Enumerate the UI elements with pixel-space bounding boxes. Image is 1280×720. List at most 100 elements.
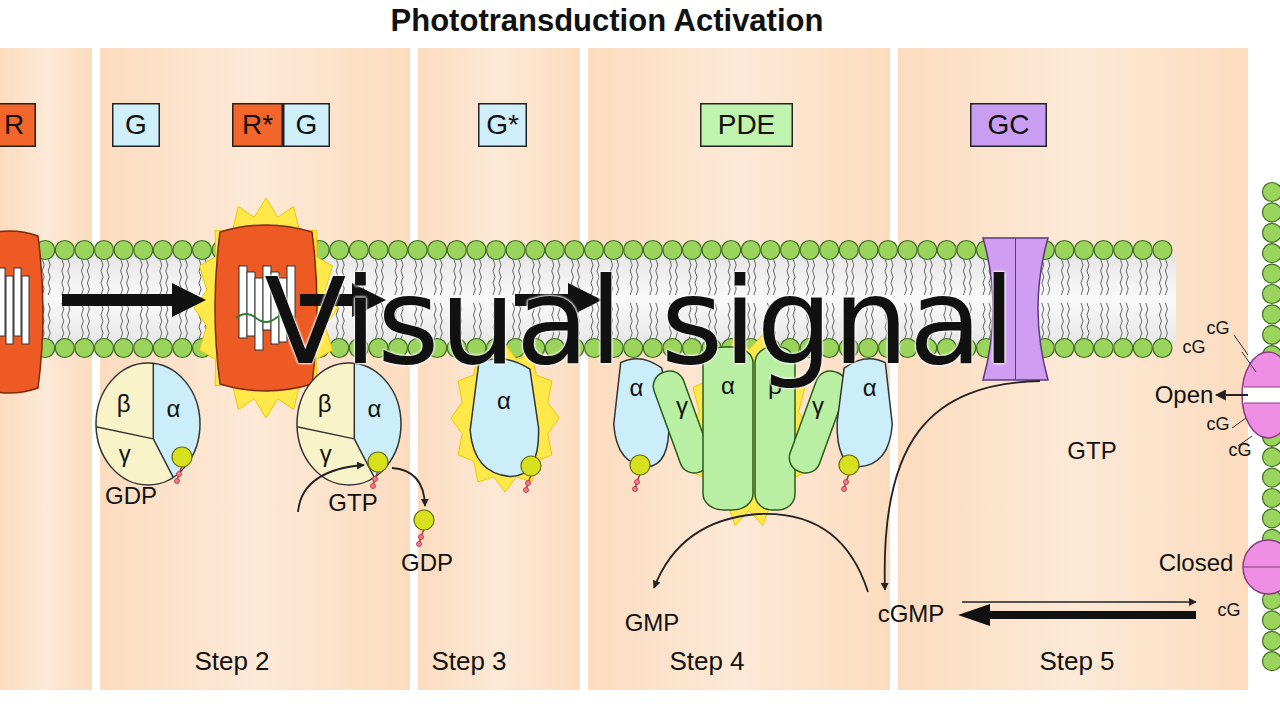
subunit-divider xyxy=(95,362,178,486)
lipid-head xyxy=(761,241,780,260)
phosphate xyxy=(524,488,529,493)
trimer-outline xyxy=(96,363,200,485)
lipid-head xyxy=(624,241,643,260)
phosphate xyxy=(373,477,378,482)
box-outline xyxy=(701,104,793,147)
state-label: Closed xyxy=(1159,551,1234,575)
node-text: G* xyxy=(486,111,519,139)
lipid-head xyxy=(879,241,898,260)
step-label: Step 5 xyxy=(1039,648,1114,674)
molecule-label: GDP xyxy=(401,551,453,575)
lipid-head xyxy=(1263,305,1280,324)
g-protein: βαγ xyxy=(95,362,201,486)
molecule-label: GTP xyxy=(1067,439,1116,463)
lipid-head xyxy=(1133,339,1152,358)
lipid-head xyxy=(957,241,976,260)
step-label: Step 2 xyxy=(194,648,269,674)
lipid-tail xyxy=(101,303,103,339)
lipid-head xyxy=(389,241,408,260)
nucleotide xyxy=(414,510,434,530)
lipid-head xyxy=(114,339,133,358)
lipid-head xyxy=(1263,244,1280,263)
phosphate xyxy=(842,487,847,492)
lipid-head xyxy=(1153,241,1172,260)
ligand-label: cG xyxy=(1228,441,1251,459)
lipid-tail xyxy=(101,259,103,295)
node-text: G xyxy=(125,111,147,139)
lipid-head xyxy=(467,241,486,260)
lipid-tail xyxy=(87,259,89,295)
phosphate xyxy=(175,479,180,484)
lipid-head xyxy=(330,241,349,260)
lipid-tail xyxy=(1101,303,1103,339)
ligand-tick xyxy=(1234,335,1248,355)
lipid-tail xyxy=(166,303,168,339)
lipid-tail xyxy=(160,259,162,295)
state-label: Open xyxy=(1155,383,1214,407)
lipid-head xyxy=(153,339,172,358)
guanine-nucleotide xyxy=(414,510,434,547)
molecule-label: GTP xyxy=(328,491,377,515)
lipid-tail xyxy=(1048,303,1050,339)
lipid-tail xyxy=(1107,303,1109,339)
lipid-tail xyxy=(140,259,142,295)
lipid-tail xyxy=(140,303,142,339)
lipid-head xyxy=(1263,325,1280,344)
lipid-head xyxy=(95,241,114,260)
lipid-tail xyxy=(127,259,129,295)
lipid-tail xyxy=(87,303,89,339)
lipid-tail xyxy=(81,259,83,295)
lipid-tail xyxy=(1048,259,1050,295)
lipid-tail xyxy=(1159,303,1161,339)
lipid-tail xyxy=(1126,303,1128,339)
channel-pore xyxy=(1243,387,1280,403)
lipid-head xyxy=(134,339,153,358)
node-text: β xyxy=(318,392,332,416)
lipid-head xyxy=(1263,652,1280,671)
lipid-head xyxy=(663,241,682,260)
watermark: Visual signal xyxy=(264,262,1015,382)
ligand-label: cG xyxy=(1217,601,1240,619)
nucleotide xyxy=(172,447,192,467)
guanine-nucleotide xyxy=(521,456,541,493)
label-box: G xyxy=(283,103,330,147)
guanine-nucleotide xyxy=(368,452,388,489)
lipid-tail xyxy=(121,259,123,295)
helix xyxy=(0,268,5,336)
channel-seam xyxy=(1243,566,1280,567)
label-box: PDE xyxy=(700,103,793,147)
lipid-head xyxy=(604,241,623,260)
lipid-head xyxy=(55,241,74,260)
lipid-head xyxy=(193,241,212,260)
trimer-body xyxy=(96,363,200,485)
lipid-head xyxy=(408,241,427,260)
lipid-head xyxy=(1263,264,1280,283)
guanine-nucleotide xyxy=(172,447,192,484)
lipid-head xyxy=(1263,203,1280,222)
box-outline xyxy=(479,104,527,147)
ligand-tick xyxy=(1232,418,1246,428)
lipid-tail xyxy=(1101,259,1103,295)
lipid-tail xyxy=(146,303,148,339)
box-outline xyxy=(113,104,160,147)
label-box: R xyxy=(0,103,36,147)
step-label: Step 3 xyxy=(431,648,506,674)
lipid-head xyxy=(1263,448,1280,467)
reaction-arrow xyxy=(654,514,868,592)
lipid-tail xyxy=(1087,259,1089,295)
lipid-head xyxy=(1133,241,1152,260)
lipid-tail xyxy=(62,303,64,339)
membrane-arrow xyxy=(62,283,206,317)
cng-channel-closed xyxy=(1243,540,1280,594)
label-box: GC xyxy=(970,103,1047,147)
lipid-head xyxy=(1263,611,1280,630)
lipid-head xyxy=(1263,285,1280,304)
lipid-tail xyxy=(48,303,50,339)
lipid-head xyxy=(1153,339,1172,358)
lipid-head xyxy=(1094,339,1113,358)
node-text: γ xyxy=(676,394,688,418)
lipid-head xyxy=(859,241,878,260)
lipid-tail xyxy=(1120,303,1122,339)
nucleotide xyxy=(368,452,388,472)
lipid-tail xyxy=(166,259,168,295)
